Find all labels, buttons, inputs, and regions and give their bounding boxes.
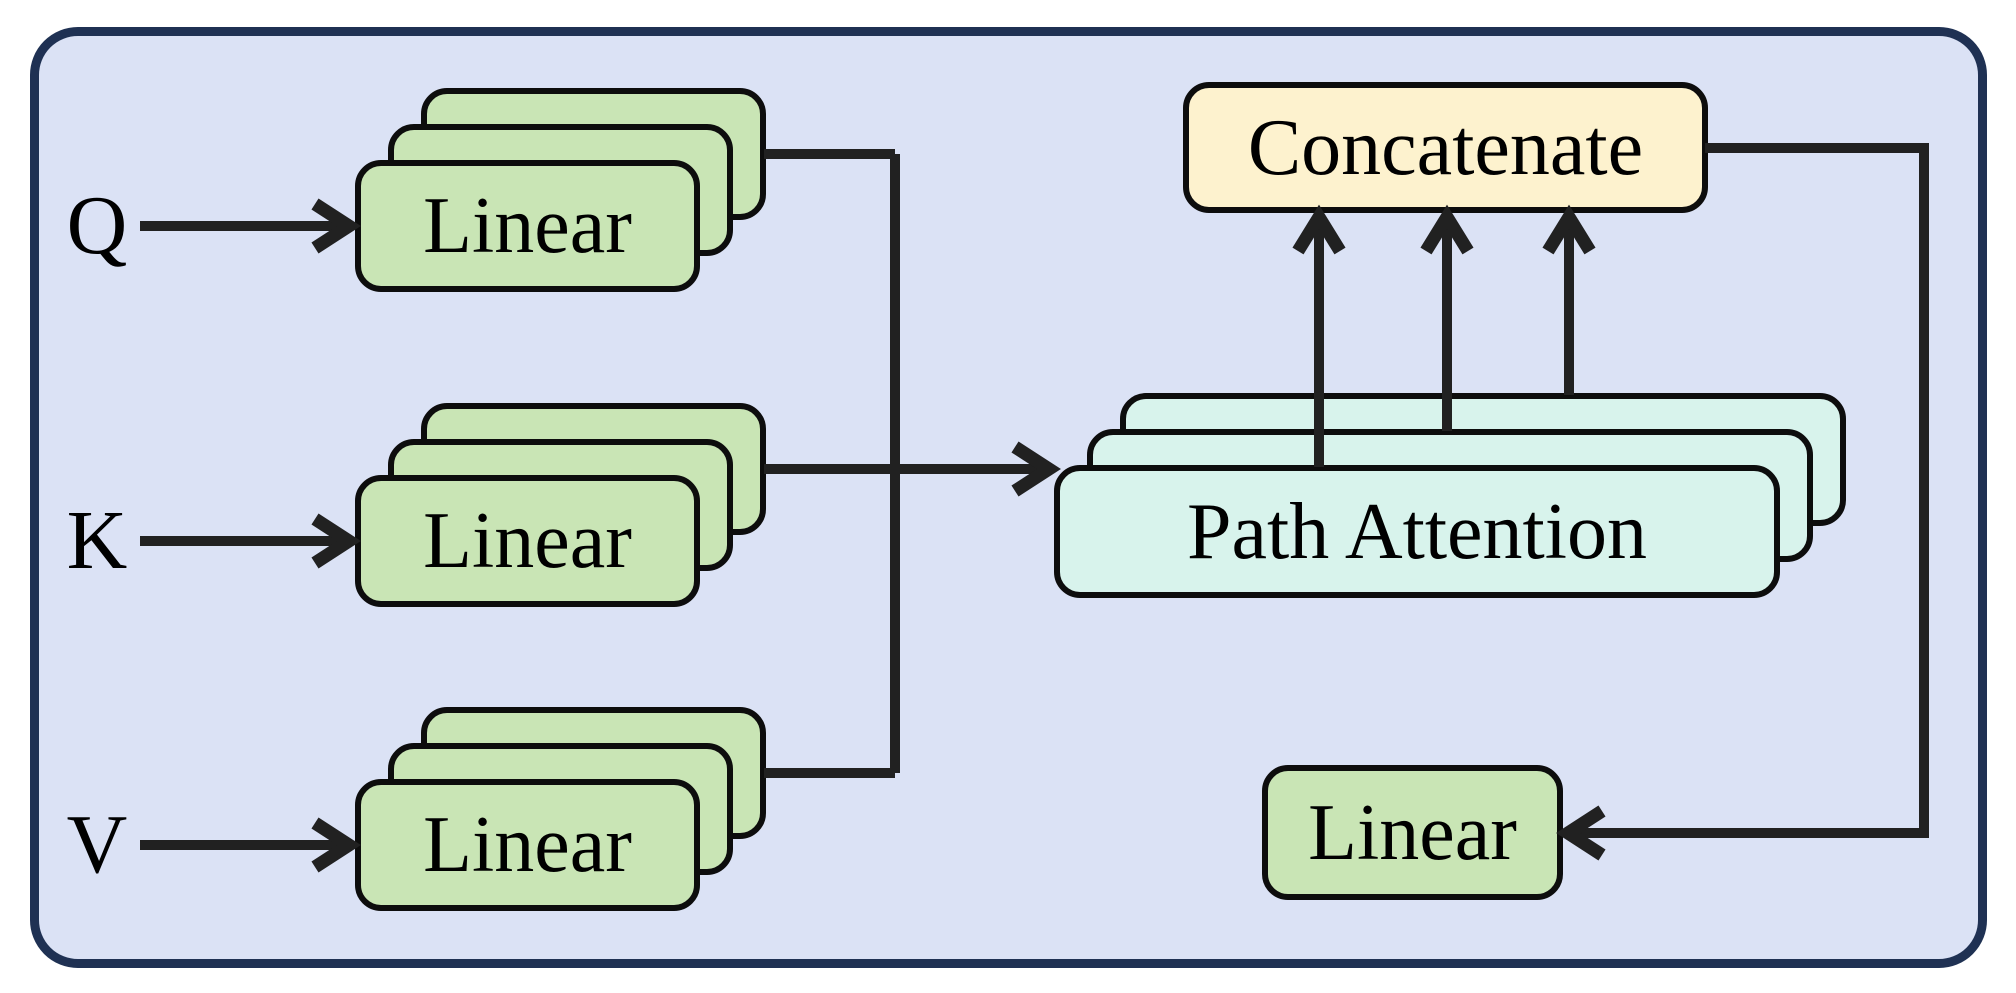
v-linear-label: Linear xyxy=(423,801,632,889)
output-linear-box: Linear xyxy=(1262,765,1563,900)
concatenate-label: Concatenate xyxy=(1247,103,1644,192)
input-label-k: K xyxy=(66,494,128,587)
path-attention-box: Path Attention xyxy=(1054,465,1780,598)
q-linear-box: Linear xyxy=(355,160,700,292)
output-linear-label: Linear xyxy=(1308,788,1517,877)
k-linear-label: Linear xyxy=(423,497,632,585)
k-linear-box: Linear xyxy=(355,475,700,607)
input-label-q: Q xyxy=(66,179,128,272)
input-label-v: V xyxy=(66,798,128,891)
v-linear-box: Linear xyxy=(355,779,700,911)
q-linear-label: Linear xyxy=(423,182,632,270)
path-attention-label: Path Attention xyxy=(1187,487,1647,576)
concatenate-box: Concatenate xyxy=(1183,82,1708,213)
